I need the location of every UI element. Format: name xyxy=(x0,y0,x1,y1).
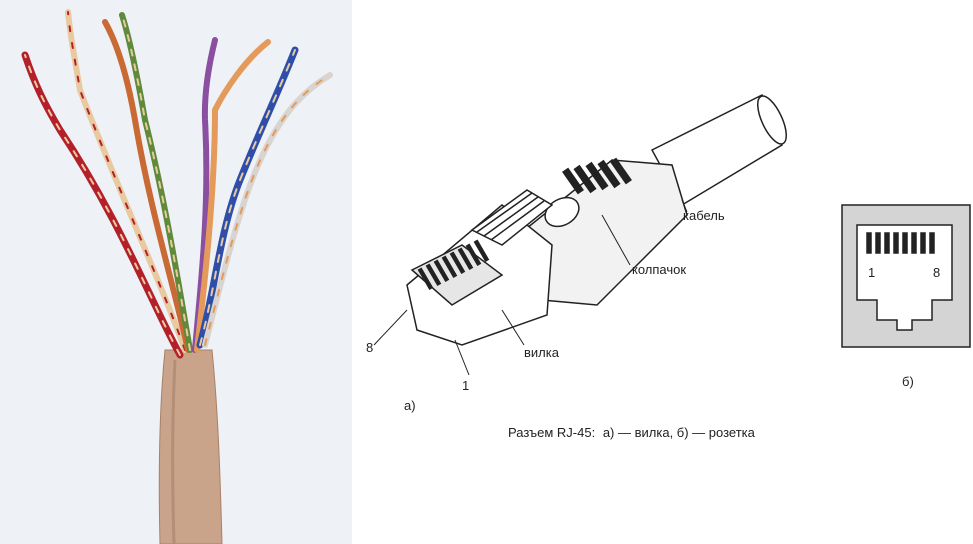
label-pin-8-plug: 8 xyxy=(366,340,373,355)
label-socket-pin-8: 8 xyxy=(933,265,940,280)
label-socket-pin-1: 1 xyxy=(868,265,875,280)
cable-jacket xyxy=(159,350,222,544)
figure-caption: Разъем RJ-45: а) — вилка, б) — розетка xyxy=(508,425,759,440)
caption-text: а) — вилка, б) — розетка xyxy=(603,425,755,440)
label-pin-1-plug: 1 xyxy=(462,378,469,393)
label-part-b: б) xyxy=(902,374,914,389)
twisted-pair-cable-photo xyxy=(0,0,352,544)
label-plug: вилка xyxy=(524,345,559,360)
plug-drawing xyxy=(407,190,552,345)
caption-prefix: Разъем RJ-45: xyxy=(508,425,595,440)
socket-drawing xyxy=(842,205,970,347)
label-part-a: а) xyxy=(404,398,416,413)
label-cap: колпачок xyxy=(632,262,686,277)
label-cable: кабель xyxy=(683,208,725,223)
